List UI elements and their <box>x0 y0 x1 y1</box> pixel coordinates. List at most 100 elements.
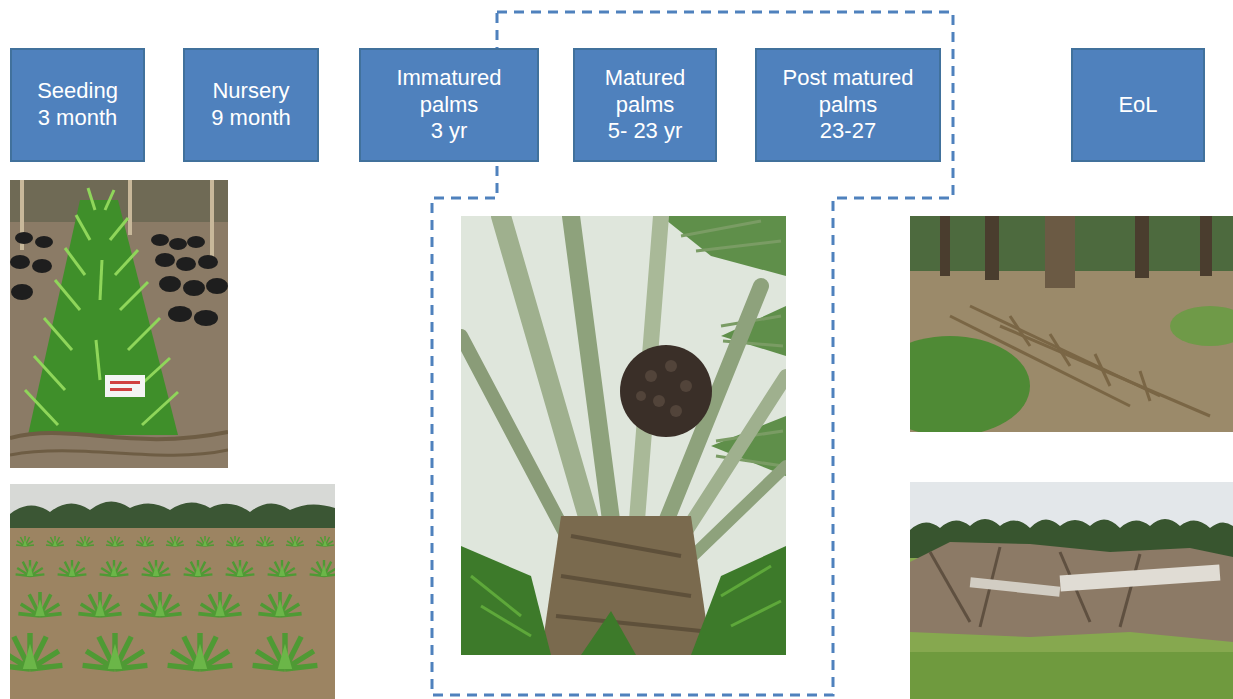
plantation-photo <box>258 592 301 616</box>
post-mature-photo <box>950 316 1130 406</box>
nursery-photo <box>88 188 95 210</box>
plantation-photo <box>316 536 334 546</box>
nursery-photo <box>25 188 178 425</box>
nursery-photo <box>10 180 228 468</box>
stage-label: EoL <box>1118 92 1157 119</box>
nursery-photo <box>100 260 102 300</box>
end-of-life-photo <box>910 482 1233 699</box>
plantation-photo <box>166 536 184 546</box>
palm-photo <box>653 395 665 407</box>
nursery-photo <box>169 238 187 250</box>
nursery-photo <box>10 180 228 468</box>
nursery-photo <box>105 190 114 210</box>
plantation-photo <box>286 536 304 546</box>
palm-photo <box>696 241 781 251</box>
palm-photo <box>636 360 692 417</box>
end-of-life-photo <box>1060 564 1221 591</box>
post-mature-photo <box>910 336 1030 432</box>
plantation-photo <box>18 592 61 616</box>
plantation-photo <box>310 560 335 576</box>
plantation-photo <box>83 633 148 669</box>
post-mature-photo <box>1000 326 1210 416</box>
nursery-photo <box>11 284 33 300</box>
palm-photo <box>461 546 551 655</box>
stage-label: Matured palms 5- 23 yr <box>605 65 686 145</box>
palm-photo <box>691 546 786 655</box>
plantation-photo <box>10 528 335 699</box>
plantation-photo <box>10 633 62 669</box>
plantation-photo <box>58 560 87 576</box>
post-mature-photo <box>1140 371 1150 401</box>
nursery-photo <box>10 450 228 455</box>
stage-box: Seeding 3 month <box>10 48 145 162</box>
nursery-photo <box>128 180 132 235</box>
palm-photo <box>571 536 681 556</box>
post-mature-photo <box>940 216 950 276</box>
stage-label: Post matured palms 23-27 <box>783 65 914 145</box>
end-of-life-photo <box>970 577 1061 596</box>
palm-photo <box>661 216 786 476</box>
nursery-photo <box>65 248 85 275</box>
post-mature-photo <box>1135 216 1149 278</box>
nursery-photo <box>168 306 192 322</box>
nursery-photo <box>206 278 228 294</box>
end-of-life-photo <box>910 482 1233 699</box>
nursery-photo <box>35 236 53 248</box>
palm-photo <box>665 360 677 372</box>
palm-photo <box>461 216 786 606</box>
stage-box: Nursery 9 month <box>183 48 319 162</box>
nursery-photo <box>110 388 132 391</box>
nursery-photo <box>110 218 128 240</box>
plantation-photo <box>78 592 121 616</box>
nursery-photo <box>28 200 178 435</box>
nursery-photo <box>96 340 100 380</box>
nursery-photo <box>25 390 58 425</box>
palm-photo <box>471 566 781 636</box>
plantation-photo <box>10 501 335 532</box>
stage-box: Post matured palms 23-27 <box>755 48 941 162</box>
post-mature-photo <box>1050 334 1070 366</box>
stage-label: Seeding 3 month <box>37 78 118 132</box>
palm-photo <box>581 611 636 655</box>
nursery-photo <box>159 276 181 292</box>
plantation-photo <box>196 536 214 546</box>
palm-photo <box>731 601 781 626</box>
palm-photo <box>541 516 711 655</box>
plantation-photo <box>16 536 34 546</box>
stage-label: Nursery 9 month <box>211 78 291 132</box>
stage-box: Immatured palms 3 yr <box>359 48 539 162</box>
nursery-photo <box>110 381 140 384</box>
end-of-life-photo <box>1120 554 1140 627</box>
plantation-photo <box>76 536 94 546</box>
nursery-photo <box>194 310 218 326</box>
nursery-photo <box>105 375 145 397</box>
palm-photo <box>670 405 682 417</box>
nursery-photo <box>187 236 205 248</box>
palm-photo <box>471 576 521 616</box>
palm-photo <box>556 536 701 631</box>
plantation-photo <box>226 560 255 576</box>
nursery-photo <box>44 318 72 350</box>
nursery-photo <box>55 280 80 310</box>
nursery-photo <box>198 255 218 269</box>
nursery-photo <box>155 253 175 267</box>
plantation-photo <box>184 560 213 576</box>
palm-photo <box>620 345 712 437</box>
post-mature-photo <box>1010 316 1030 346</box>
nursery-photo <box>183 280 205 296</box>
plantation-photo <box>268 560 297 576</box>
palm-photo <box>636 391 646 401</box>
nursery-photo <box>210 180 214 260</box>
plantation-photo <box>136 536 154 546</box>
palm-photo <box>481 606 531 636</box>
nursery-photo <box>176 257 196 271</box>
plantation-photo <box>253 633 318 669</box>
nursery-photo <box>142 392 178 425</box>
nursery-photo <box>128 318 160 350</box>
nursery-photo <box>151 234 169 246</box>
nursery-photo <box>76 215 90 240</box>
nursery-photo <box>115 250 138 275</box>
palm-photo <box>461 546 786 655</box>
stage-box: EoL <box>1071 48 1205 162</box>
plantation-photo <box>10 484 335 699</box>
